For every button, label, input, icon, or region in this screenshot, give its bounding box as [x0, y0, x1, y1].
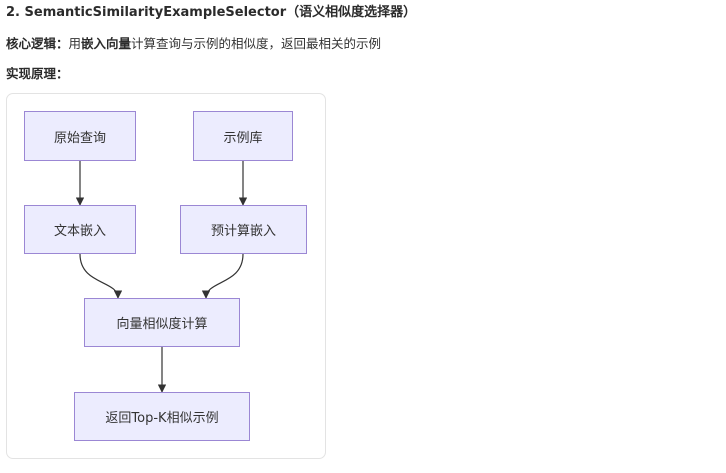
node-precomputed-embedding-label: 预计算嵌入 [210, 224, 276, 239]
node-original-query: 原始查询 [24, 111, 136, 161]
node-vector-similarity: 向量相似度计算 [84, 298, 240, 347]
node-text-embedding-label: 文本嵌入 [53, 224, 106, 239]
core-logic-label: 核心逻辑： [6, 36, 69, 51]
node-example-library-label: 示例库 [223, 130, 263, 146]
core-logic-text-pre: 用 [68, 36, 82, 51]
node-return-topk: 返回Top-K相似示例 [74, 392, 250, 441]
node-example-library: 示例库 [193, 111, 293, 161]
node-vector-similarity-label: 向量相似度计算 [116, 317, 208, 332]
core-logic-emphasis: 嵌入向量 [81, 36, 132, 51]
principle-label: 实现原理： [6, 66, 69, 81]
section-heading: 2. SemanticSimilarityExampleSelector（语义相… [6, 5, 417, 20]
node-return-topk-label: 返回Top-K相似示例 [105, 411, 219, 426]
node-precomputed-embedding: 预计算嵌入 [180, 205, 307, 254]
node-text-embedding: 文本嵌入 [24, 205, 136, 254]
core-logic-text-post: 计算查询与示例的相似度，返回最相关的示例 [131, 36, 382, 51]
principle-line: 实现原理： [6, 63, 69, 82]
core-logic-line: 核心逻辑：用嵌入向量计算查询与示例的相似度，返回最相关的示例 [6, 33, 381, 52]
node-original-query-label: 原始查询 [53, 130, 106, 146]
